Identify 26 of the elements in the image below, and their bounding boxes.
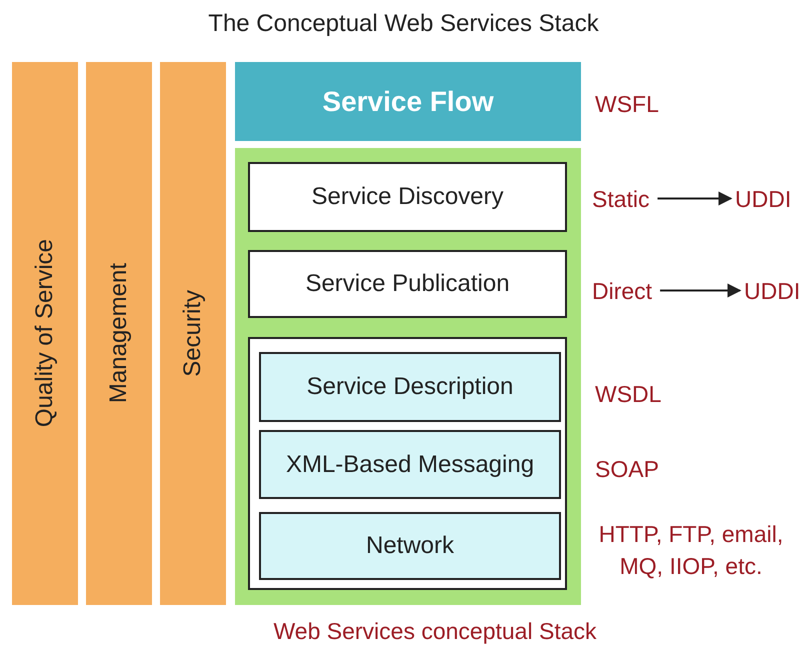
band-label: Management [105,263,133,404]
header-band: Service Flow [235,62,581,141]
diagram-title: The Conceptual Web Services Stack [207,10,600,38]
protocol-label: WSFL [595,90,660,119]
layer-box: Network [259,512,561,580]
registry-label: UDDI [744,274,804,308]
method-label: Static [592,182,662,216]
band-label: Quality of Service [31,239,59,428]
protocol-label: WSDL [595,380,662,409]
protocol-label: SOAP [595,455,660,484]
container-box [248,337,567,590]
arrow [658,192,732,206]
layer-box: Service Description [259,352,561,422]
container-box [235,148,581,605]
registry-label: UDDI [735,182,803,216]
protocol-label: HTTP, FTP, email, MQ, IIOP, etc. [598,520,784,581]
diagram-caption: Web Services conceptual Stack [272,618,598,645]
layer-box: Service Publication [248,250,567,318]
vertical-band [12,62,78,605]
vertical-band [160,62,226,605]
vertical-band [86,62,152,605]
band-label: Security [179,290,207,377]
layer-box: XML-Based Messaging [259,430,561,499]
method-label: Direct [592,274,670,308]
layer-box: Service Discovery [248,162,567,232]
arrow [660,284,742,298]
